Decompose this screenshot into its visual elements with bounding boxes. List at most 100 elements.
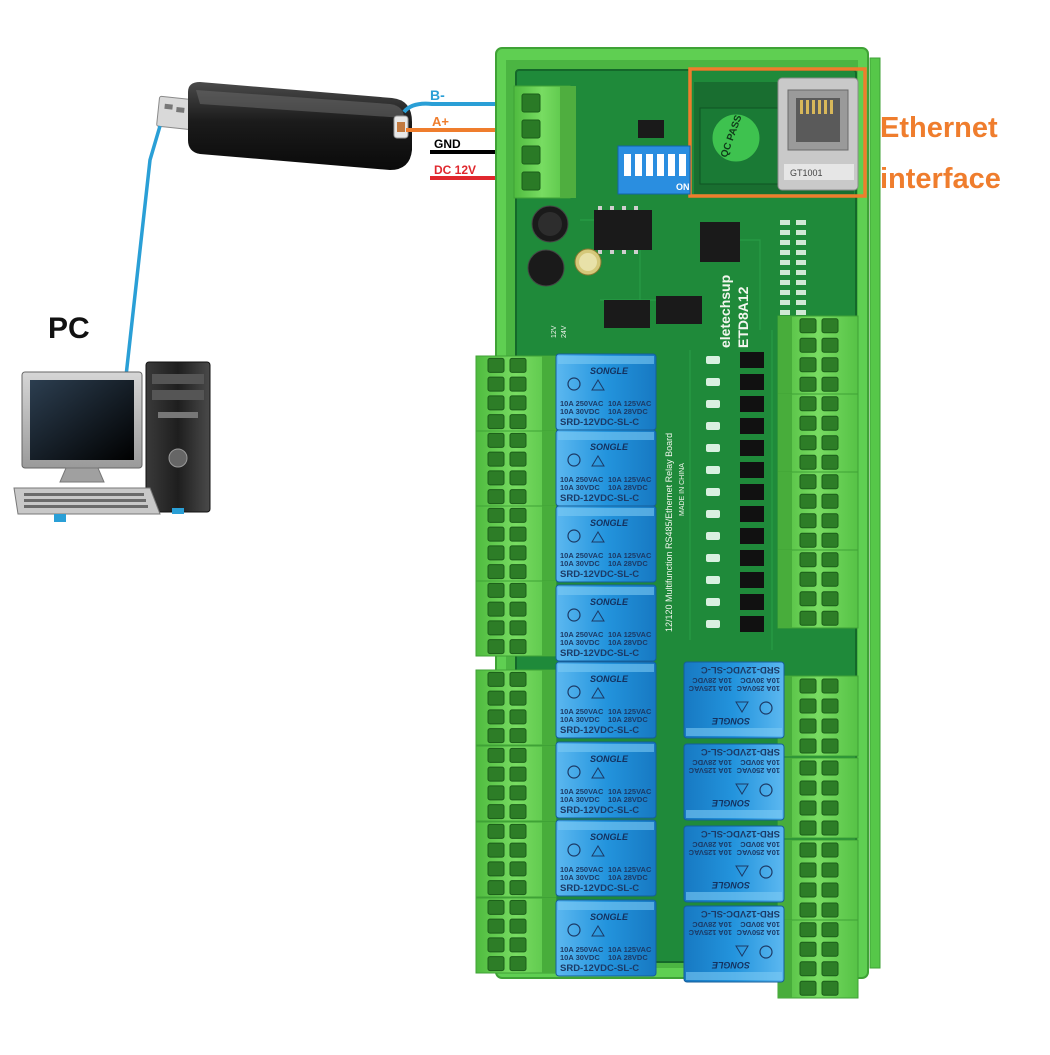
- smd-led: [780, 270, 790, 275]
- label-dc: DC 12V: [434, 163, 476, 177]
- relay-rating: 10A 125VAC: [608, 630, 652, 639]
- terminal-block: [777, 675, 859, 757]
- smd-led: [796, 230, 806, 235]
- relay-rating: 10A 30VDC: [560, 715, 600, 724]
- relay: SONGLE 10A 250VAC 10A 125VAC 10A 30VDC 10A 2…: [555, 353, 657, 431]
- led: [706, 400, 720, 408]
- relay-rating: 10A 125VAC: [688, 766, 732, 775]
- relay-brand: SONGLE: [590, 366, 629, 376]
- relay-model: SRD-12VDC-SL-C: [560, 417, 639, 428]
- terminal-block: [475, 745, 557, 822]
- led: [706, 488, 720, 496]
- relay-brand: SONGLE: [711, 880, 750, 890]
- led: [706, 598, 720, 606]
- smd-led: [796, 270, 806, 275]
- relay-rating: 10A 250VAC: [736, 684, 780, 693]
- board-model: ETD8A12: [735, 286, 751, 348]
- led: [706, 356, 720, 364]
- relay-rating: 10A 250VAC: [560, 399, 604, 408]
- relay-rating: 10A 125VAC: [608, 707, 652, 716]
- relay-rating: 10A 28VDC: [608, 638, 648, 647]
- led: [706, 378, 720, 386]
- terminal-block: [777, 393, 859, 473]
- dip-label: ON: [676, 182, 690, 192]
- optocoupler: [740, 550, 764, 566]
- relay-rating: 10A 250VAC: [560, 475, 604, 484]
- smd-led: [780, 310, 790, 315]
- relay-rating: 10A 28VDC: [608, 407, 648, 416]
- terminal-blocks: [475, 315, 859, 999]
- terminal-block: [777, 315, 859, 395]
- relay-rating: 10A 250VAC: [736, 928, 780, 937]
- relay-rating: 10A 28VDC: [608, 873, 648, 882]
- smd-led: [796, 310, 806, 315]
- optocoupler: [740, 418, 764, 434]
- usb-rs485-adapter-icon: [156, 82, 412, 170]
- relay-rating: 10A 30VDC: [560, 795, 600, 804]
- terminal-block: [777, 757, 859, 839]
- relay-model: SRD-12VDC-SL-C: [560, 725, 639, 736]
- relay-rating: 10A 30VDC: [740, 758, 780, 767]
- ethernet-interface-label: Ethernet interface: [880, 103, 1040, 205]
- relay-rating: 10A 30VDC: [740, 840, 780, 849]
- relay-rating: 10A 250VAC: [560, 707, 604, 716]
- optocoupler: [740, 506, 764, 522]
- relay-rating: 10A 30VDC: [560, 559, 600, 568]
- terminal-block: [475, 580, 557, 657]
- relay-brand: SONGLE: [590, 832, 629, 842]
- led: [706, 422, 720, 430]
- optocoupler: [740, 352, 764, 368]
- board-brand: eletechsup: [717, 275, 733, 348]
- relay-rating: 10A 30VDC: [560, 638, 600, 647]
- smd-led: [780, 280, 790, 285]
- smd-led: [780, 300, 790, 305]
- relay-rating: 10A 28VDC: [608, 483, 648, 492]
- relay-model: SRD-12VDC-SL-C: [701, 664, 780, 675]
- relay-rating: 10A 30VDC: [560, 407, 600, 416]
- relay-model: SRD-12VDC-SL-C: [560, 493, 639, 504]
- relay-rating: 10A 28VDC: [608, 953, 648, 962]
- relay-rating: 10A 125VAC: [608, 475, 652, 484]
- smd-led: [796, 300, 806, 305]
- board-components: [706, 220, 806, 632]
- pc-label: PC: [48, 312, 90, 345]
- relay-model: SRD-12VDC-SL-C: [560, 963, 639, 974]
- board-description: 12/120 Multifunction RS485/Ethernet Rela…: [664, 433, 674, 632]
- relay-rating: 10A 28VDC: [692, 676, 732, 685]
- relay-rating: 10A 28VDC: [692, 758, 732, 767]
- relay-rating: 10A 125VAC: [608, 551, 652, 560]
- voltage-label-12v: 12V: [551, 325, 558, 338]
- relay-rating: 10A 250VAC: [560, 787, 604, 796]
- ethernet-label-line1: Ethernet: [880, 112, 998, 144]
- relay-rating: 10A 28VDC: [692, 920, 732, 929]
- smd-led: [796, 280, 806, 285]
- optocoupler: [740, 528, 764, 544]
- ethernet-highlight-box: [688, 67, 867, 198]
- led: [706, 444, 720, 452]
- relay-rating: 10A 125VAC: [608, 399, 652, 408]
- relay-rating: 10A 250VAC: [560, 551, 604, 560]
- relay-rating: 10A 28VDC: [692, 840, 732, 849]
- relay-model: SRD-12VDC-SL-C: [560, 569, 639, 580]
- relay-rating: 10A 30VDC: [740, 920, 780, 929]
- relay-rating: 10A 125VAC: [608, 787, 652, 796]
- wire-b-minus: [402, 101, 540, 114]
- relay-rating: 10A 30VDC: [740, 676, 780, 685]
- relay-model: SRD-12VDC-SL-C: [701, 828, 780, 839]
- relay-rating: 10A 28VDC: [608, 559, 648, 568]
- relay-rating: 10A 250VAC: [736, 848, 780, 857]
- smd-led: [780, 290, 790, 295]
- optocoupler: [740, 374, 764, 390]
- terminal-block: [475, 897, 557, 974]
- optocoupler: [740, 484, 764, 500]
- label-b-minus: B-: [430, 87, 445, 103]
- label-gnd: GND: [434, 137, 461, 151]
